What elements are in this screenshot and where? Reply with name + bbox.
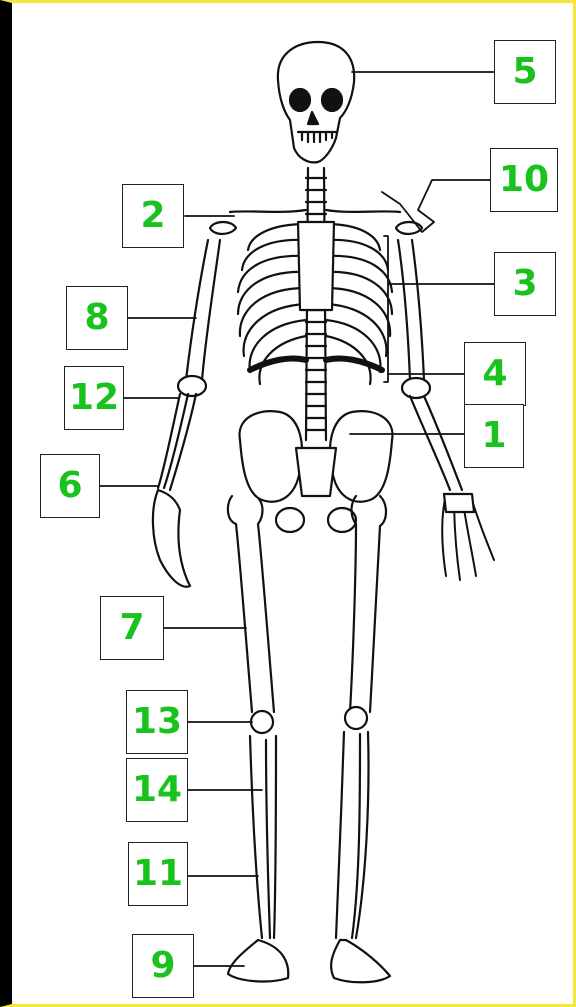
label-6: 6 — [40, 454, 100, 518]
left-arm — [153, 240, 220, 587]
label-4: 4 — [464, 342, 526, 406]
label-9: 9 — [132, 934, 194, 998]
skull — [278, 42, 354, 162]
rib-cage — [238, 222, 392, 384]
label-12: 12 — [64, 366, 124, 430]
label-1: 1 — [464, 404, 524, 468]
label-2: 2 — [122, 184, 184, 248]
label-11: 11 — [128, 842, 188, 906]
label-10: 10 — [490, 148, 558, 212]
label-5: 5 — [494, 40, 556, 104]
label-14: 14 — [126, 758, 188, 822]
label-13: 13 — [126, 690, 188, 754]
label-7: 7 — [100, 596, 164, 660]
label-3: 3 — [494, 252, 556, 316]
label-8: 8 — [66, 286, 128, 350]
legs — [228, 496, 390, 982]
